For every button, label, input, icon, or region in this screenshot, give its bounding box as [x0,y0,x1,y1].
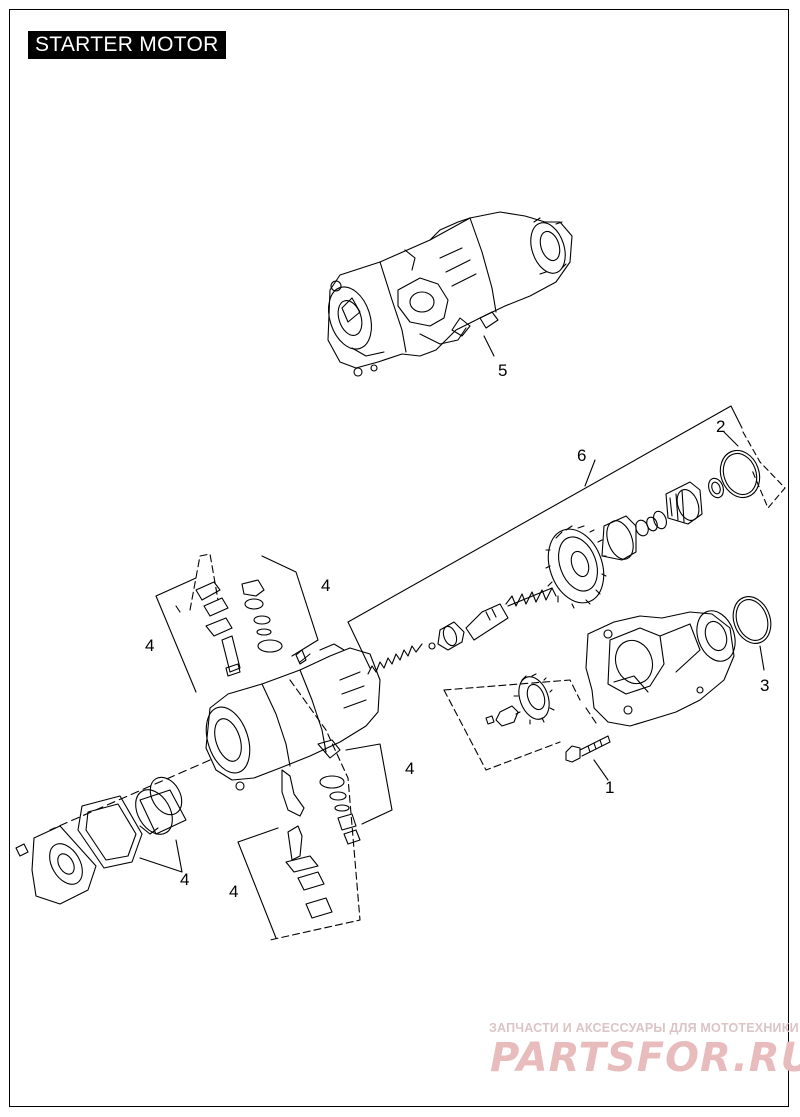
diagram-frame [9,9,789,1107]
solenoid-lever [281,769,305,817]
callout-4-lower-left: 4 [229,882,239,901]
drive-components [367,449,761,675]
callout-6: 6 [577,446,587,465]
diagram-title: STARTER MOTOR [28,31,226,59]
watermark-tagline: ЗАПЧАСТИ И АКСЕССУАРЫ ДЛЯ МОТОТЕХНИКИ [489,1021,799,1035]
drive-housing [585,610,736,727]
through-bolt-1 [565,735,611,763]
assembled-starter-motor [327,211,573,377]
axis-line-left [49,759,211,831]
idler-gear [485,673,555,727]
leader-4-upper-left [175,605,181,613]
callout-2: 2 [716,417,726,436]
o-ring-3 [732,596,772,644]
leader-1 [593,759,609,781]
callout-5: 5 [498,361,508,380]
bracket-idler [443,679,599,771]
leader-5 [483,335,495,357]
callout-4-upper-left: 4 [145,636,155,655]
callout-4-upper-right: 4 [321,576,331,595]
motor-housing [205,643,381,817]
callout-1: 1 [605,778,615,797]
leader-3 [759,645,765,671]
watermark-logo: PARTSFOR.RU [490,1035,800,1081]
leader-2 [723,431,739,447]
callout-4-end-cap: 4 [180,870,190,889]
end-cap-group [15,776,187,905]
callout-3: 3 [760,676,770,695]
lower-brush-group [237,743,393,939]
callout-4-lower-right: 4 [405,759,415,778]
upper-brush-group [155,555,319,693]
leader-4-cap [139,839,183,873]
axis-line-top-brushes [189,553,219,611]
bracket-2 [742,431,786,509]
axis-line-brushes [269,679,361,941]
bracket-6 [347,405,743,669]
